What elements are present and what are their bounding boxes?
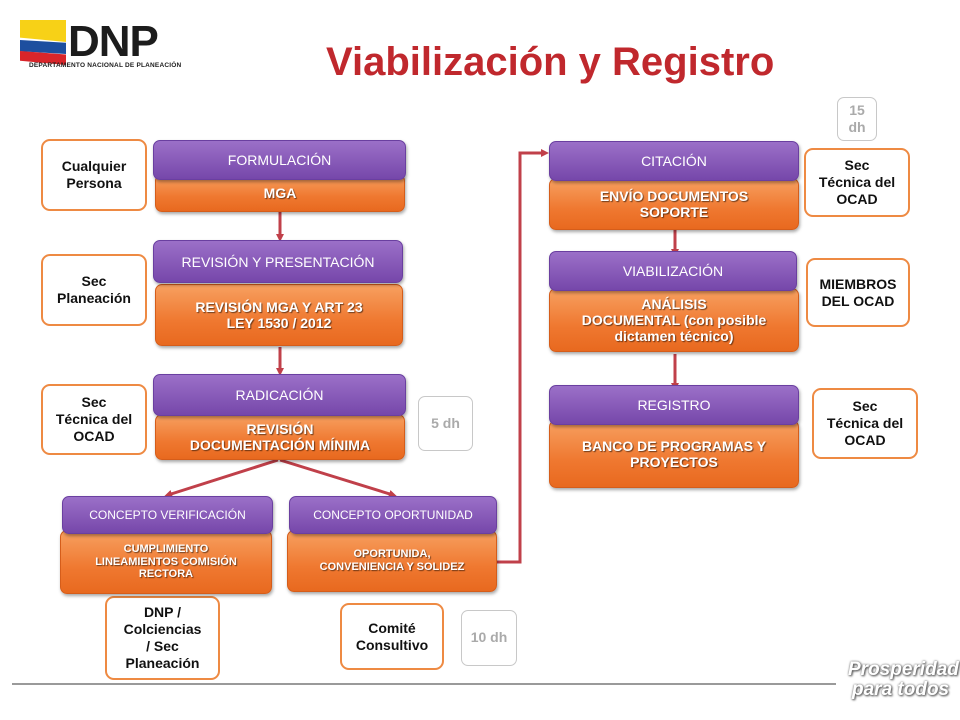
step-verificacion-body: CUMPLIMIENTO LINEAMIENTOS COMISIÓN RECTO… (60, 530, 272, 594)
duration-radicacion: 5 dh (418, 396, 473, 451)
actor-verificacion: DNP / Colciencias / Sec Planeación (105, 596, 220, 680)
footer-divider (12, 683, 836, 685)
actor-viabilizacion: MIEMBROS DEL OCAD (806, 258, 910, 327)
arrow-radicacion-verificacion (164, 458, 279, 498)
actor-registro: Sec Técnica del OCAD (812, 388, 918, 459)
step-verificacion-header: CONCEPTO VERIFICACIÓN (62, 496, 273, 534)
step-oportunidad-header: CONCEPTO OPORTUNIDAD (289, 496, 497, 534)
step-citacion-header: CITACIÓN (549, 141, 799, 181)
actor-radicacion: Sec Técnica del OCAD (41, 384, 147, 455)
arrow-oportunidad-citacion (497, 149, 549, 564)
duration-conceptos: 10 dh (461, 610, 517, 666)
step-revision-body: REVISIÓN MGA Y ART 23 LEY 1530 / 2012 (155, 284, 403, 346)
page-title: Viabilización y Registro (326, 40, 775, 84)
slogan-line2: para todos (852, 679, 950, 700)
duration-citacion: 15 dh (837, 97, 877, 141)
step-formulacion-header: FORMULACIÓN (153, 140, 406, 180)
step-viabilizacion-header: VIABILIZACIÓN (549, 251, 797, 291)
colombia-flag-icon (20, 20, 66, 66)
step-registro-body: BANCO DE PROGRAMAS Y PROYECTOS (549, 420, 799, 488)
step-formulacion-body: MGA (155, 174, 405, 212)
step-citacion-body: ENVÍO DOCUMENTOS SOPORTE (549, 178, 799, 230)
step-radicacion-header: RADICACIÓN (153, 374, 406, 416)
actor-revision: Sec Planeación (41, 254, 147, 326)
step-registro-header: REGISTRO (549, 385, 799, 425)
step-oportunidad-body: OPORTUNIDA, CONVENIENCIA Y SOLIDEZ (287, 530, 497, 592)
dnp-logo: DNP DEPARTAMENTO NACIONAL DE PLANEACIÓN (20, 17, 182, 70)
logo-subtitle: DEPARTAMENTO NACIONAL DE PLANEACIÓN (29, 62, 182, 69)
actor-formulacion: Cualquier Persona (41, 139, 147, 211)
arrow-radicacion-oportunidad (279, 458, 397, 498)
step-viabilizacion-body: ANÁLISIS DOCUMENTAL (con posible dictame… (549, 288, 799, 352)
step-revision-header: REVISIÓN Y PRESENTACIÓN (153, 240, 403, 283)
actor-citacion: Sec Técnica del OCAD (804, 148, 910, 217)
actor-oportunidad: Comité Consultivo (340, 603, 444, 670)
step-radicacion-body: REVISIÓN DOCUMENTACIÓN MÍNIMA (155, 414, 405, 460)
logo-text: DNP (68, 17, 159, 66)
slogan-line1: Prosperidad (848, 659, 959, 680)
prosperidad-logo: Prosperidad para todos (846, 658, 959, 704)
